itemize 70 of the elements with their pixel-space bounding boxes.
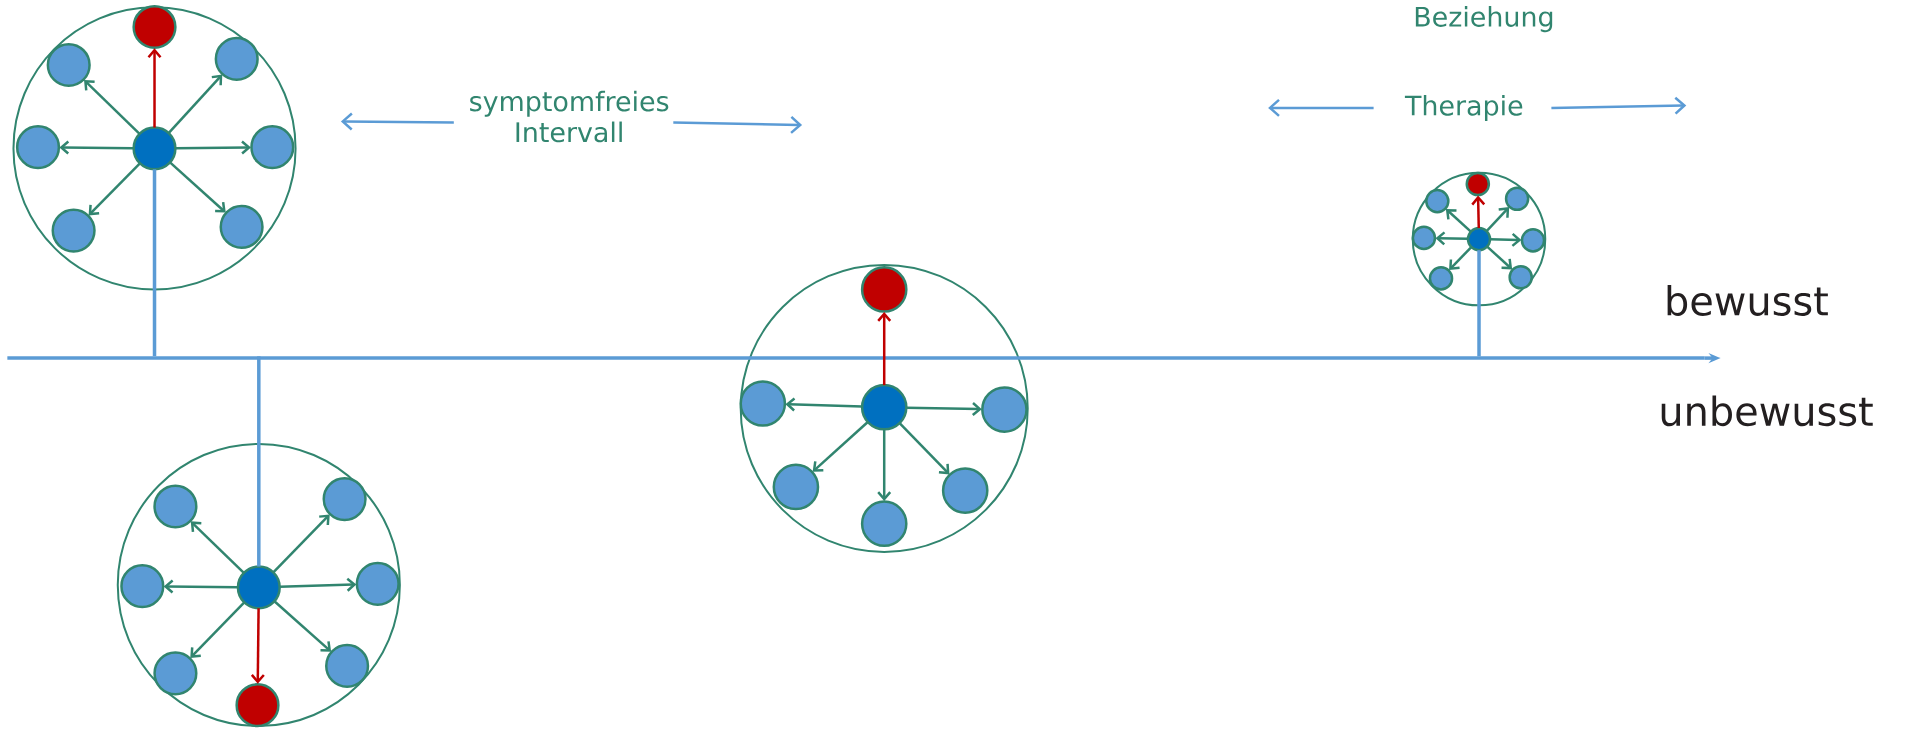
satellite-dot xyxy=(120,564,165,609)
arrow xyxy=(812,421,869,472)
satellite-dot xyxy=(1428,266,1454,291)
stem-line xyxy=(1477,250,1481,357)
arrow xyxy=(59,140,134,155)
arrow xyxy=(250,608,265,684)
group-circle xyxy=(739,263,1029,553)
arrow xyxy=(1490,232,1522,247)
center-dot xyxy=(860,383,908,431)
arrow xyxy=(1486,245,1513,270)
arrow xyxy=(785,397,863,412)
arrow xyxy=(147,48,162,128)
arrow xyxy=(190,521,245,574)
satellite-dot xyxy=(214,36,259,81)
group-circle xyxy=(1411,171,1547,307)
center-dot xyxy=(1466,226,1492,252)
satellite-dot xyxy=(250,125,295,170)
arrow xyxy=(1485,207,1510,232)
satellite-dot xyxy=(772,463,820,511)
stem-line xyxy=(152,169,157,357)
highlight-dot xyxy=(235,683,280,728)
level-label: unbewusst xyxy=(1661,395,1873,427)
group-circle xyxy=(116,442,401,728)
highlight-dot xyxy=(1465,171,1491,197)
interval-label: symptomfreies Intervall xyxy=(470,90,669,143)
satellite-dot xyxy=(1504,186,1530,211)
arrow xyxy=(1449,246,1473,271)
arrow xyxy=(88,162,141,216)
arrow xyxy=(877,429,892,502)
satellite-dot xyxy=(1411,225,1437,251)
satellite-dot xyxy=(739,380,787,427)
satellite-dot xyxy=(15,125,61,170)
arrow xyxy=(190,601,246,658)
satellite-dot xyxy=(1508,264,1533,290)
arrow xyxy=(169,161,226,213)
satellite-dot xyxy=(153,651,198,696)
arrow xyxy=(1445,208,1472,233)
heading-text: Beziehung xyxy=(1415,6,1553,33)
arrow xyxy=(279,577,357,592)
satellite-dot xyxy=(153,484,198,529)
arrow xyxy=(163,579,238,594)
arrow xyxy=(175,140,251,155)
arrow xyxy=(84,79,141,135)
arrow xyxy=(1471,195,1486,229)
arrow xyxy=(272,514,330,574)
highlight-dot xyxy=(132,4,177,50)
center-dot xyxy=(236,565,281,610)
satellite-dot xyxy=(860,500,908,548)
center-dot xyxy=(132,126,177,171)
arrow xyxy=(1435,231,1468,246)
arrow xyxy=(906,402,982,416)
satellite-dot xyxy=(322,477,367,522)
highlight-dot xyxy=(860,266,908,313)
satellite-dot xyxy=(355,561,400,606)
satellite-dot xyxy=(325,643,370,688)
arrow xyxy=(877,312,892,386)
satellite-dot xyxy=(46,42,91,88)
satellite-dot xyxy=(219,204,264,249)
level-label: bewusst xyxy=(1667,285,1828,316)
satellite-dot xyxy=(51,208,96,253)
group-circle xyxy=(12,6,297,291)
stem-line xyxy=(257,356,261,567)
satellite-dot xyxy=(1520,228,1546,253)
arrow xyxy=(273,600,332,652)
arrow xyxy=(167,74,223,134)
arrow xyxy=(898,422,950,475)
satellite-dot xyxy=(1425,188,1450,214)
satellite-dot xyxy=(941,467,989,514)
satellite-dot xyxy=(981,386,1028,433)
interval-label: Therapie xyxy=(1404,94,1523,121)
